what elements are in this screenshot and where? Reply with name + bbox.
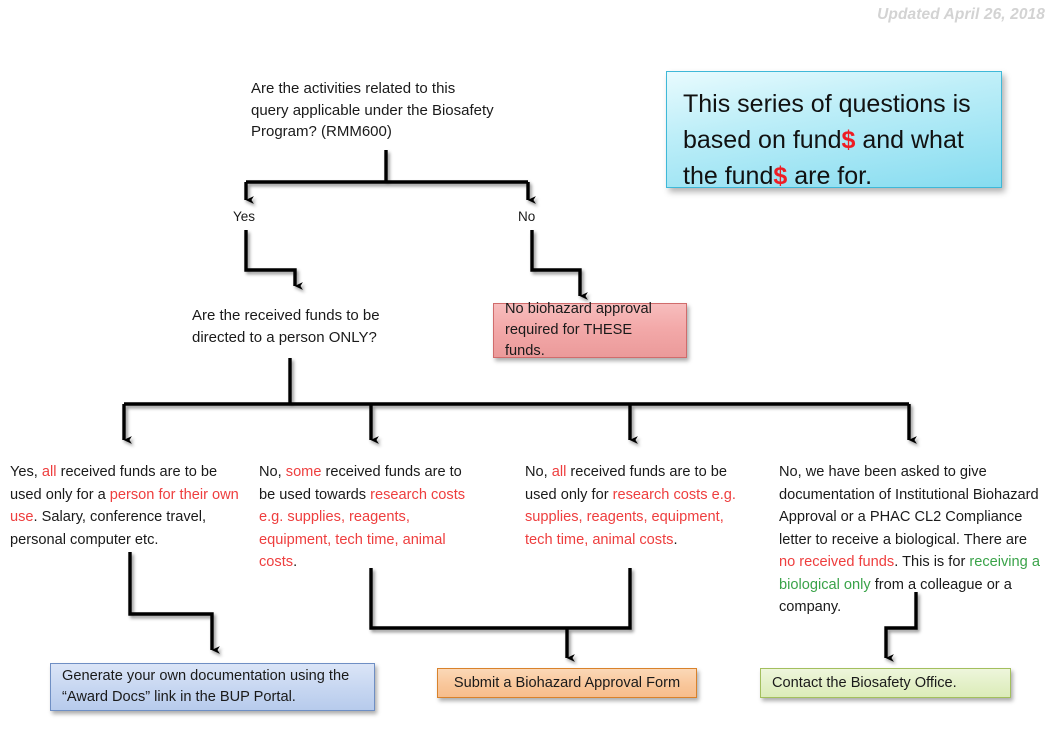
callout-line-1-text: This series of questions is [683,90,971,118]
text-run-4: . [293,554,298,570]
text-run-1: all [41,464,57,480]
answer-column-3: No, all received funds are to be used on… [525,461,741,551]
answer-column-2: No, some received funds are to be used t… [259,461,475,574]
branch-label-no: No [518,209,536,224]
no-approval-line-1: No biohazard approval [505,301,652,317]
callout-line-2-a: based on fund [683,126,842,154]
no-approval-box: No biohazard approval required for THESE… [493,301,687,359]
callout-line-3-a: the fund [683,162,774,190]
text-run-0: No, [259,464,286,480]
callout-line-1: This series of questions is [683,86,971,122]
text-run-1: some [285,464,322,480]
text-run-0: No, [525,464,552,480]
no-approval-line-2: required for THESE funds. [505,322,633,359]
funds-callout-text: This series of questions is based on fun… [683,86,971,194]
generate-docs-line-1: Generate your own documentation using th… [62,668,350,684]
text-run-2: received funds are to be used only for a [10,464,218,503]
text-run-3: research costs e.g. supplies, reagents, … [525,486,736,548]
branch-label-yes: Yes [233,209,256,224]
outcome-contact-office-box[interactable]: Contact the Biosafety Office. [760,668,1011,698]
no-approval-text: No biohazard approval required for THESE… [505,299,675,362]
text-run-1: no received funds [779,554,895,570]
answer-column-1: Yes, all received funds are to be used o… [10,461,246,551]
text-run-2: . This is for [894,554,970,570]
callout-dollar-icon-1: $ [841,126,856,154]
text-run-4: . Salary, conference travel, personal co… [10,509,207,548]
callout-line-3-b: are for. [787,162,873,190]
updated-date-stamp: Updated April 26, 2018 [877,6,1045,23]
generate-docs-line-2: “Award Docs” link in the BUP Portal. [62,689,296,705]
outcome-submit-form-text: Submit a Biohazard Approval Form [453,674,681,691]
callout-line-3: the fund$ are for. [683,158,971,194]
funds-callout-box: This series of questions is based on fun… [666,71,1002,190]
callout-dollar-icon-2: $ [773,162,788,190]
callout-line-2: based on fund$ and what [683,122,971,158]
question-2-text: Are the received funds to be directed to… [192,305,422,348]
text-run-4: . [673,531,678,548]
text-run-0: Yes, [10,464,42,480]
question-1-text: Are the activities related to this query… [251,78,551,143]
text-run-3: research costs e.g. supplies, reagents, … [259,486,466,571]
text-run-3: receiving a biological only [779,554,1040,593]
callout-line-2-b: and what [855,126,964,154]
outcome-contact-office-text: Contact the Biosafety Office. [772,674,957,691]
outcome-submit-form-box[interactable]: Submit a Biohazard Approval Form [437,668,697,698]
answer-column-4: No, we have been asked to give documenta… [779,461,1041,619]
text-run-4: from a colleague or a company. [779,576,1012,616]
text-run-2: received funds are to be used towards [259,464,462,503]
text-run-3: person for their own use [10,486,239,526]
text-run-0: No, we have been asked to give documenta… [779,464,1039,548]
question-1-line-1: Are the activities related to this [251,80,456,97]
outcome-generate-docs-box[interactable]: Generate your own documentation using th… [50,663,375,711]
question-1-line-3: Program? (RMM600) [251,123,392,140]
question-1-line-2: query applicable under the Biosafety [251,101,494,119]
question-2-line-2: directed to a person ONLY? [192,328,377,346]
text-run-2: received funds are to be used only for [525,464,728,503]
question-2-line-1: Are the received funds to be [192,307,380,324]
outcome-generate-docs-text: Generate your own documentation using th… [62,666,349,708]
text-run-1: all [551,464,567,480]
